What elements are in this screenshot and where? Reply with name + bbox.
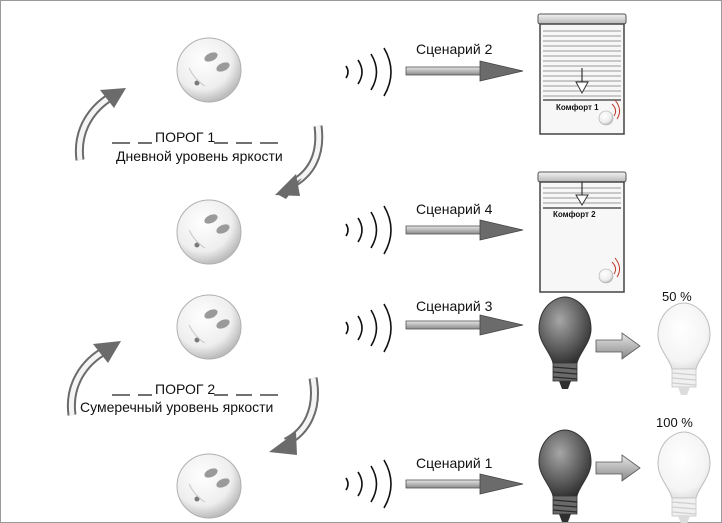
transition-arrow <box>595 332 641 360</box>
light-bulb-on-icon <box>657 431 711 523</box>
threshold-2-description: Сумеречный уровень яркости <box>80 399 274 415</box>
threshold-2-title: ПОРОГ 2 <box>155 381 216 397</box>
radio-waves-icon <box>345 459 392 509</box>
curved-arrow-down-icon <box>275 125 324 199</box>
curved-arrow-up-icon <box>74 88 126 161</box>
scenario-arrow <box>405 473 524 495</box>
threshold-1-title: ПОРОГ 1 <box>155 129 216 145</box>
radio-waves-icon <box>345 303 392 353</box>
radio-waves-icon <box>345 47 392 97</box>
sensor-icon <box>176 294 242 360</box>
roller-blind-icon <box>537 171 627 293</box>
brightness-percent: 50 % <box>662 289 692 304</box>
radio-waves-icon <box>345 205 392 255</box>
brightness-percent: 100 % <box>656 415 693 430</box>
scenario-arrow <box>405 314 524 336</box>
blind-scene-label: Комфорт 2 <box>553 210 596 219</box>
scenario-arrow <box>405 60 524 82</box>
light-bulb-off-icon <box>538 429 592 522</box>
sensor-icon <box>176 453 242 519</box>
scenario-label: Сценарий 3 <box>416 298 493 314</box>
transition-arrow <box>595 454 641 482</box>
roller-blind-icon <box>537 13 627 135</box>
scenario-label: Сценарий 1 <box>416 455 493 471</box>
curved-arrow-down-icon <box>269 377 319 455</box>
sensor-icon <box>176 199 242 265</box>
scenario-arrow <box>405 219 524 241</box>
blind-scene-label: Комфорт 1 <box>556 103 599 112</box>
mini-sensor-icon <box>598 99 621 126</box>
scenario-label: Сценарий 2 <box>416 41 493 57</box>
scenario-label: Сценарий 4 <box>416 201 493 217</box>
mini-sensor-icon <box>598 257 621 284</box>
light-bulb-off-icon <box>538 296 592 389</box>
light-bulb-on-icon <box>657 302 711 395</box>
sensor-icon <box>176 37 242 103</box>
curved-arrow-up-icon <box>66 341 121 416</box>
threshold-1-description: Дневной уровень яркости <box>116 148 283 164</box>
